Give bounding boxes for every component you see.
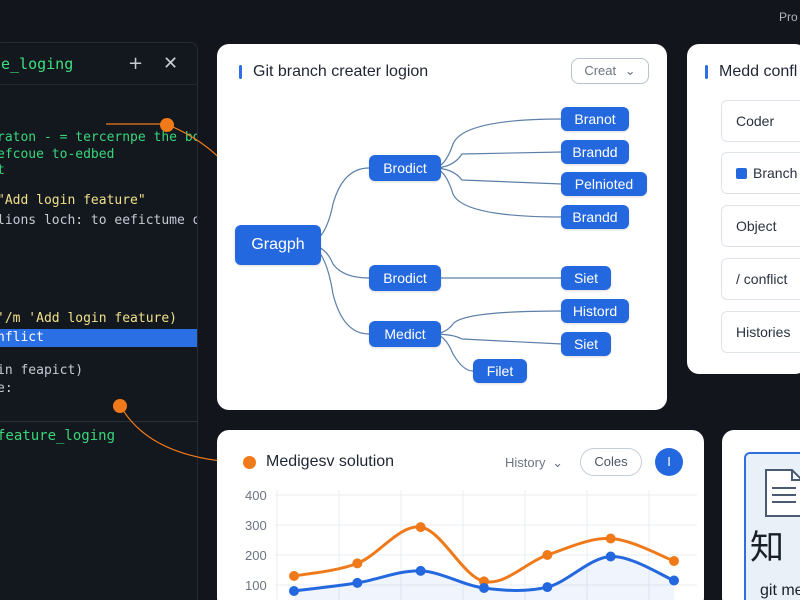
terminal-line: lions loch: to eefictume ode	[0, 213, 198, 228]
add-tab-icon[interactable]: +	[128, 53, 144, 74]
y-tick-label: 100	[245, 578, 267, 593]
topbar-label: Pro	[779, 10, 798, 24]
terminal-line-highlight	[0, 329, 197, 347]
graph-node[interactable]: Histord	[561, 299, 629, 323]
terminal-line: e:	[0, 381, 13, 396]
chart-card: Medigesv solution History ⌄ Coles I 400 3…	[217, 430, 704, 600]
data-point[interactable]	[605, 533, 616, 544]
graph-node-root[interactable]: Gragph	[235, 225, 321, 265]
graph-node[interactable]: Medict	[369, 321, 441, 347]
info-button[interactable]: I	[655, 448, 683, 476]
chevron-down-icon: ⌄	[624, 63, 636, 78]
terminal-divider	[0, 421, 197, 422]
y-tick-label: 200	[245, 548, 267, 563]
data-point[interactable]	[289, 571, 299, 581]
graph-node[interactable]: Siet	[561, 332, 611, 356]
graph-node[interactable]: Brodict	[369, 265, 441, 291]
coles-button[interactable]: Coles	[580, 448, 642, 476]
panel-item-conflict[interactable]: / conflict	[721, 258, 800, 300]
doc-card: 知 git me	[722, 430, 800, 600]
terminal-line: efcoue to-edbed	[0, 147, 115, 162]
create-dropdown[interactable]: Creat ⌄	[571, 58, 649, 84]
chart-title: Medigesv solution	[266, 453, 395, 470]
data-point[interactable]	[669, 556, 679, 566]
doc-glyph: 知	[750, 528, 784, 568]
data-point[interactable]	[669, 575, 679, 586]
terminal-line: raton - = tercernpe the boc	[0, 130, 198, 145]
history-dropdown[interactable]: History ⌄	[505, 455, 563, 471]
terminal-line: t	[0, 163, 5, 178]
terminal-line: "Add login feature"	[0, 193, 146, 208]
graph-node[interactable]: Brandd	[561, 140, 629, 164]
panel-item-object[interactable]: Object	[721, 205, 800, 247]
panel-item-branch[interactable]: Branch	[721, 152, 800, 194]
branch-graph-card: Git branch creater logion Creat ⌄ Gragph…	[217, 44, 667, 410]
merge-conflict-panel: Medd confl Coder Branch Object / conflic…	[687, 44, 800, 374]
panel-item-histories[interactable]: Histories	[721, 311, 800, 353]
terminal-line: feature_loging	[0, 428, 116, 444]
create-label: Creat	[584, 63, 617, 78]
terminal-tabbar: e_loging + ✕	[0, 43, 197, 85]
data-point[interactable]	[605, 551, 616, 562]
graph-node[interactable]: Pelnioted	[561, 172, 647, 196]
data-point[interactable]	[352, 558, 363, 569]
y-tick-label: 400	[245, 488, 267, 503]
close-icon[interactable]: ✕	[163, 53, 179, 74]
data-point[interactable]	[352, 577, 363, 588]
data-point[interactable]	[289, 586, 299, 596]
panel-item-coder[interactable]: Coder	[721, 100, 800, 142]
branch-icon	[736, 168, 747, 179]
data-point[interactable]	[415, 522, 426, 533]
terminal-line: '/m 'Add login feature)	[0, 311, 178, 326]
title-accent	[239, 65, 242, 79]
graph-node[interactable]: Filet	[473, 359, 527, 383]
card-title: Git branch creater logion	[253, 63, 429, 80]
data-point[interactable]	[415, 565, 426, 576]
history-label: History	[505, 455, 546, 470]
data-point[interactable]	[542, 582, 553, 593]
terminal-line-selected[interactable]: nflict	[0, 330, 44, 345]
terminal-tab-title[interactable]: e_loging	[1, 55, 74, 73]
panel-title: Medd confl	[719, 63, 798, 80]
graph-node[interactable]: Brandd	[561, 205, 629, 229]
line-chart: 400 300 200 100	[245, 488, 697, 600]
graph-node[interactable]: Branot	[561, 107, 629, 131]
y-tick-label: 300	[245, 518, 267, 533]
doc-caption: git me	[760, 582, 800, 599]
connector-dot	[113, 399, 127, 413]
series-area	[294, 556, 674, 600]
document-icon	[765, 469, 800, 517]
data-point[interactable]	[479, 583, 489, 593]
terminal-line: in feapict)	[0, 363, 84, 378]
panel-item-label: Branch	[753, 165, 798, 181]
doc-preview[interactable]: 知 git me	[744, 452, 800, 600]
data-point[interactable]	[542, 550, 553, 560]
title-accent	[705, 65, 708, 79]
chevron-down-icon: ⌄	[552, 455, 563, 470]
graph-node[interactable]: Brodict	[369, 155, 441, 181]
connector-dot	[160, 118, 174, 132]
graph-node[interactable]: Siet	[561, 266, 611, 290]
status-dot	[243, 456, 256, 469]
